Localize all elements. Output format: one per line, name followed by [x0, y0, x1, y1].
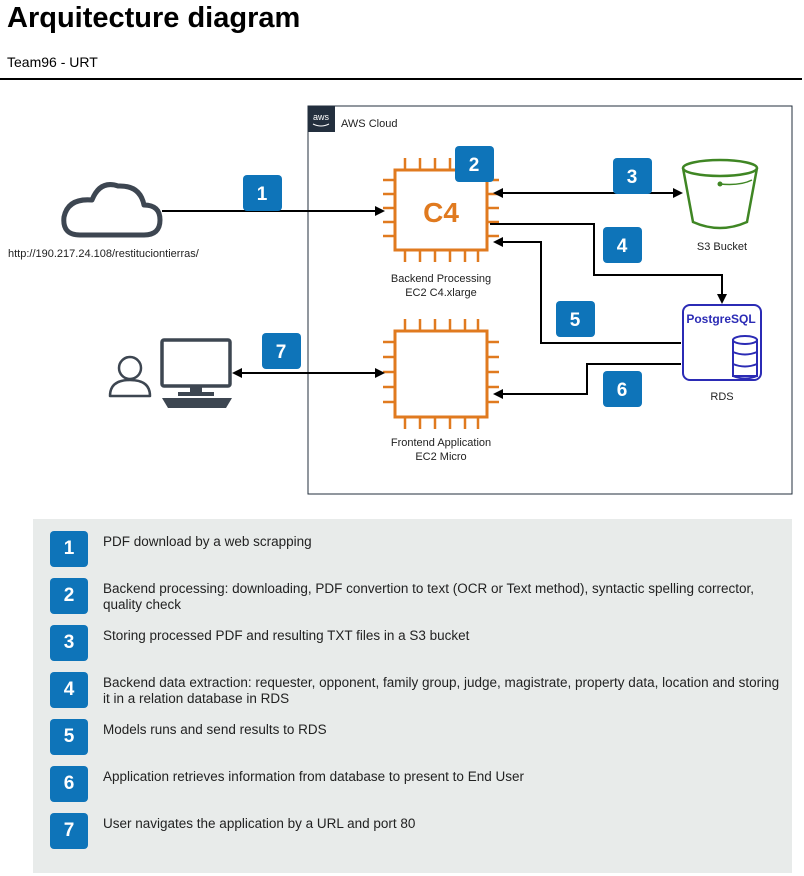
badge-7-label: 7: [276, 342, 287, 363]
legend-badge: 4: [50, 672, 88, 708]
legend-badge: 1: [50, 531, 88, 567]
frontend-label-line1: Frontend Application: [391, 437, 491, 449]
aws-logo-icon: [308, 106, 335, 132]
web-source-url: http://190.217.24.108/restituciontierras…: [8, 248, 200, 260]
badge-7: [262, 333, 301, 369]
legend-text: PDF download by a web scrapping: [103, 534, 312, 549]
frontend-ec2-chip-icon: [383, 319, 499, 429]
legend-text: Application retrieves information from d…: [103, 769, 524, 784]
frontend-label-line2: EC2 Micro: [415, 451, 466, 463]
backend-label-line2: EC2 C4.xlarge: [405, 287, 477, 299]
backend-label-line1: Backend Processing: [391, 273, 491, 285]
s3-label: S3 Bucket: [697, 241, 747, 253]
badge-1: [243, 175, 282, 211]
connector-4: [490, 223, 727, 304]
aws-cloud-group: aws AWS Cloud: [307, 105, 793, 495]
legend-badge: 5: [50, 719, 88, 755]
badge-2: [455, 146, 494, 182]
legend-badge: 7: [50, 813, 88, 849]
badge-4: [603, 227, 642, 263]
page-title: Arquitecture diagram: [7, 2, 301, 34]
badge-3: [613, 158, 652, 194]
badge-6-label: 6: [617, 380, 628, 401]
legend-text: User navigates the application by a URL …: [103, 816, 416, 831]
legend-text: Models runs and send results to RDS: [103, 722, 327, 737]
backend-chip-label: C4: [423, 197, 459, 228]
aws-logo-text: aws: [313, 112, 330, 122]
badge-2-label: 2: [469, 155, 480, 176]
page-subtitle: Team96 - URT: [7, 54, 98, 70]
rds-postgresql-icon: [682, 304, 762, 381]
architecture-diagram: aws AWS Cloud http://190.217.24.108/rest…: [8, 105, 793, 495]
legend-badge: 3: [50, 625, 88, 661]
legend-badge: 2: [50, 578, 88, 614]
badge-1-label: 1: [257, 184, 268, 205]
header-divider: [0, 78, 802, 80]
badge-5-label: 5: [570, 310, 581, 331]
diagram-badges: 1 2 3 4 5 6 7: [243, 146, 652, 407]
rds-engine-label: PostgreSQL: [686, 312, 755, 326]
badge-5: [556, 301, 595, 337]
cloud-icon: [61, 182, 163, 238]
aws-cloud-label: AWS Cloud: [341, 118, 397, 130]
legend-text: Backend data extraction: requester, oppo…: [103, 675, 780, 706]
legend-text: Storing processed PDF and resulting TXT …: [103, 628, 470, 643]
badge-4-label: 4: [617, 236, 628, 257]
legend-panel: 1 PDF download by a web scrapping 2 Back…: [33, 519, 792, 873]
connector-6: [493, 363, 681, 399]
legend-badge: 6: [50, 766, 88, 802]
user-icon: [108, 355, 152, 398]
computer-icon: [160, 338, 232, 408]
badge-3-label: 3: [627, 167, 638, 188]
badge-6: [603, 371, 642, 407]
s3-bucket-icon: [681, 158, 759, 230]
rds-label: RDS: [710, 391, 733, 403]
legend-text: Backend processing: downloading, PDF con…: [103, 581, 755, 612]
connector-5: [493, 237, 681, 344]
connectors: [162, 188, 727, 399]
